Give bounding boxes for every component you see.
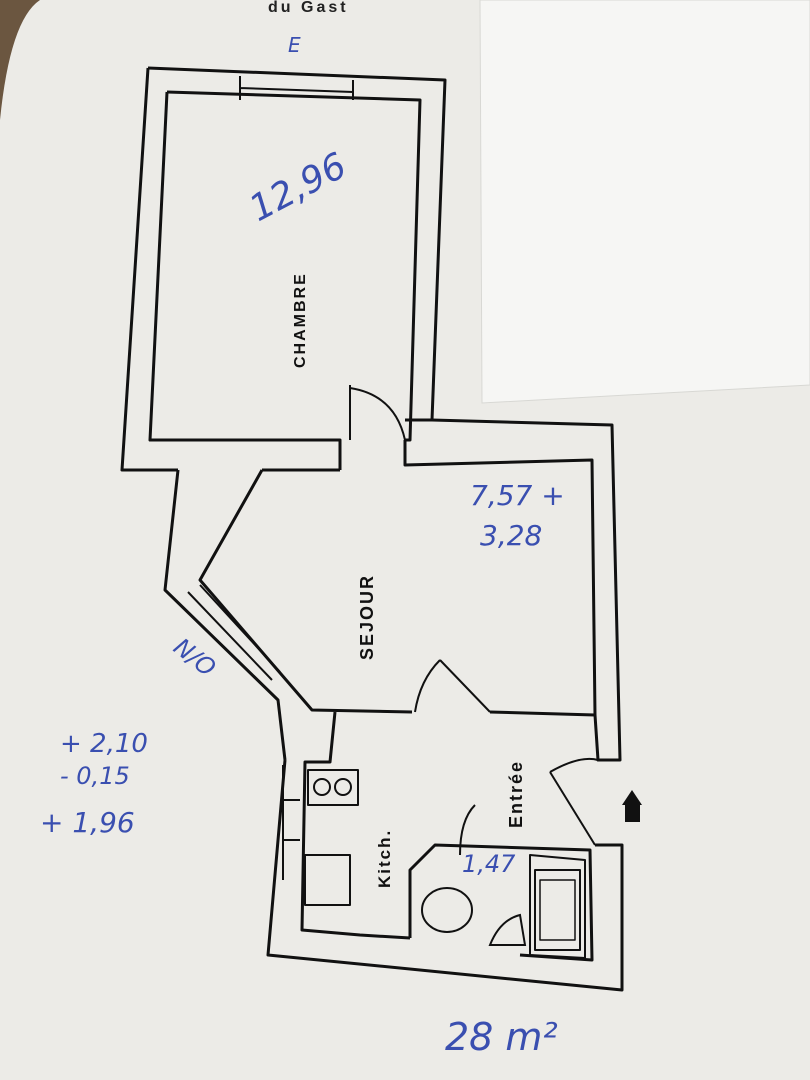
overlap-sheet: [479, 0, 810, 404]
sejour-area-note-1: 7,57 +: [470, 479, 565, 512]
room-label-chambre: CHAMBRE: [292, 272, 309, 368]
sejour-area-note-2: 3,28: [480, 519, 542, 552]
total-area-note: 28 m²: [445, 1015, 558, 1059]
calc-line-2: - 0,15: [60, 762, 130, 790]
header-text: du Gast: [268, 0, 349, 16]
entrance-icon: [622, 790, 642, 822]
bath-area-note: 1,47: [462, 850, 516, 878]
calc-line-3: + 1,96: [40, 806, 135, 839]
toilet-icon: [421, 887, 473, 933]
burner-icon: [334, 778, 352, 796]
sink-icon: [488, 913, 527, 946]
burner-icon: [313, 778, 331, 796]
room-label-entree: Entrée: [506, 760, 526, 828]
orientation-note: E: [288, 33, 301, 57]
door-arcs: [349, 385, 599, 856]
calc-line-1: + 2,10: [60, 729, 148, 759]
room-label-sejour: SEJOUR: [357, 574, 377, 660]
walls: [120, 66, 624, 992]
room-label-kitchen: Kitch.: [375, 829, 394, 888]
